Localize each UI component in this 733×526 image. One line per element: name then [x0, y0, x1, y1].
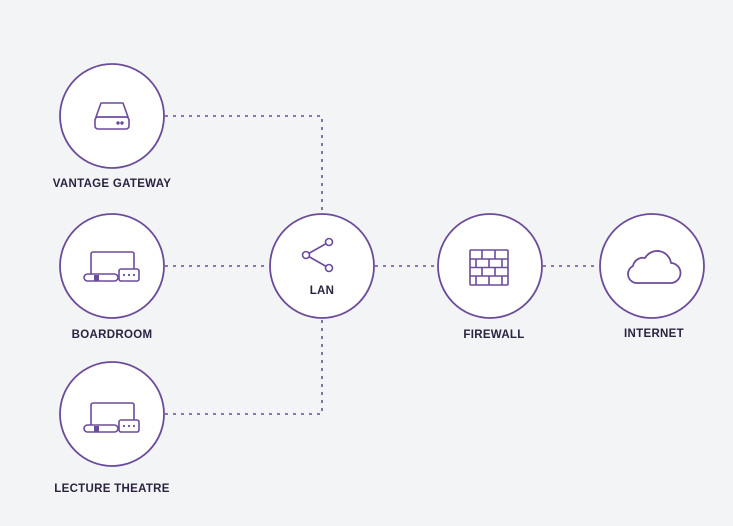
connector-lecture-lan [165, 320, 323, 415]
share-network-icon [301, 237, 334, 273]
node-boardroom[interactable] [59, 213, 165, 319]
connector-gateway-lan [165, 115, 323, 213]
monitor-device-icon [83, 251, 140, 282]
node-internet[interactable] [599, 213, 705, 319]
label-vantage-gateway: VANTAGE GATEWAY [52, 178, 172, 190]
connector-lines [165, 115, 599, 415]
label-lan: LAN [309, 285, 335, 297]
label-firewall: FIREWALL [463, 329, 525, 341]
node-lan[interactable] [269, 213, 375, 319]
node-lecture-theatre[interactable] [59, 361, 165, 467]
label-boardroom: BOARDROOM [71, 329, 153, 341]
monitor-device-icon [83, 402, 140, 433]
node-firewall[interactable] [437, 213, 543, 319]
label-lecture-theatre: LECTURE THEATRE [54, 483, 170, 495]
hard-drive-icon [94, 102, 130, 130]
label-internet: INTERNET [624, 328, 684, 340]
cloud-icon [627, 250, 682, 284]
node-vantage-gateway[interactable] [59, 63, 165, 169]
brick-wall-icon [469, 249, 509, 286]
